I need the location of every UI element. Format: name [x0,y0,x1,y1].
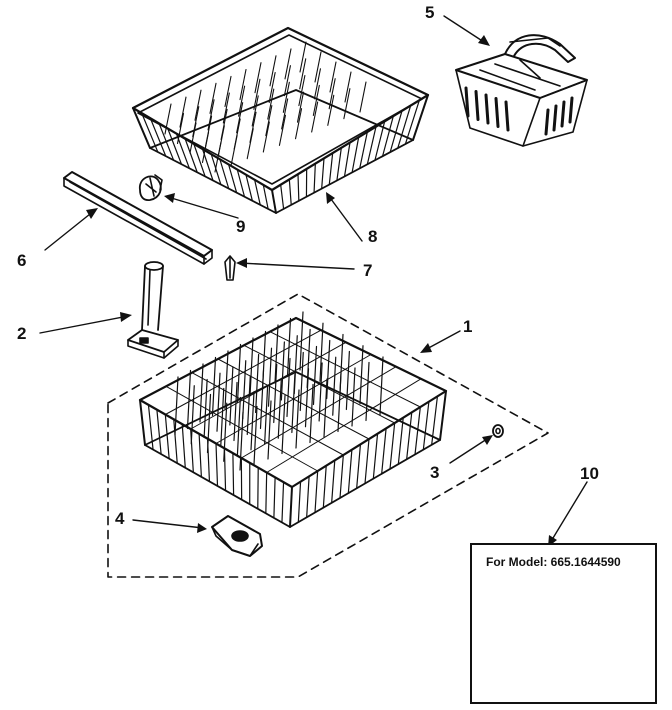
callout-5: 5 [425,3,435,22]
callout-2: 2 [17,324,27,343]
callout-8: 8 [368,227,378,246]
wash-arm-mount [127,261,179,359]
rack-roller [211,515,263,557]
callout-3: 3 [430,463,440,482]
lower-rack [107,293,549,578]
track-pin [224,255,236,281]
callout-7: 7 [363,261,373,280]
rack-track [63,171,213,265]
rack-wheel [492,424,504,438]
callout-4: 4 [115,509,125,528]
arrowheads [86,35,557,547]
upper-rack [131,26,430,214]
model-note-label: For Model: 665.1644590 [486,555,621,569]
leader-lines [39,15,588,544]
callout-1: 1 [463,317,473,336]
model-note-box: For Model: 665.1644590 [470,543,657,704]
silverware-basket [455,34,588,147]
track-stop [139,174,163,202]
callout-6: 6 [17,251,27,270]
callout-10: 10 [580,464,599,483]
callout-9: 9 [236,217,246,236]
